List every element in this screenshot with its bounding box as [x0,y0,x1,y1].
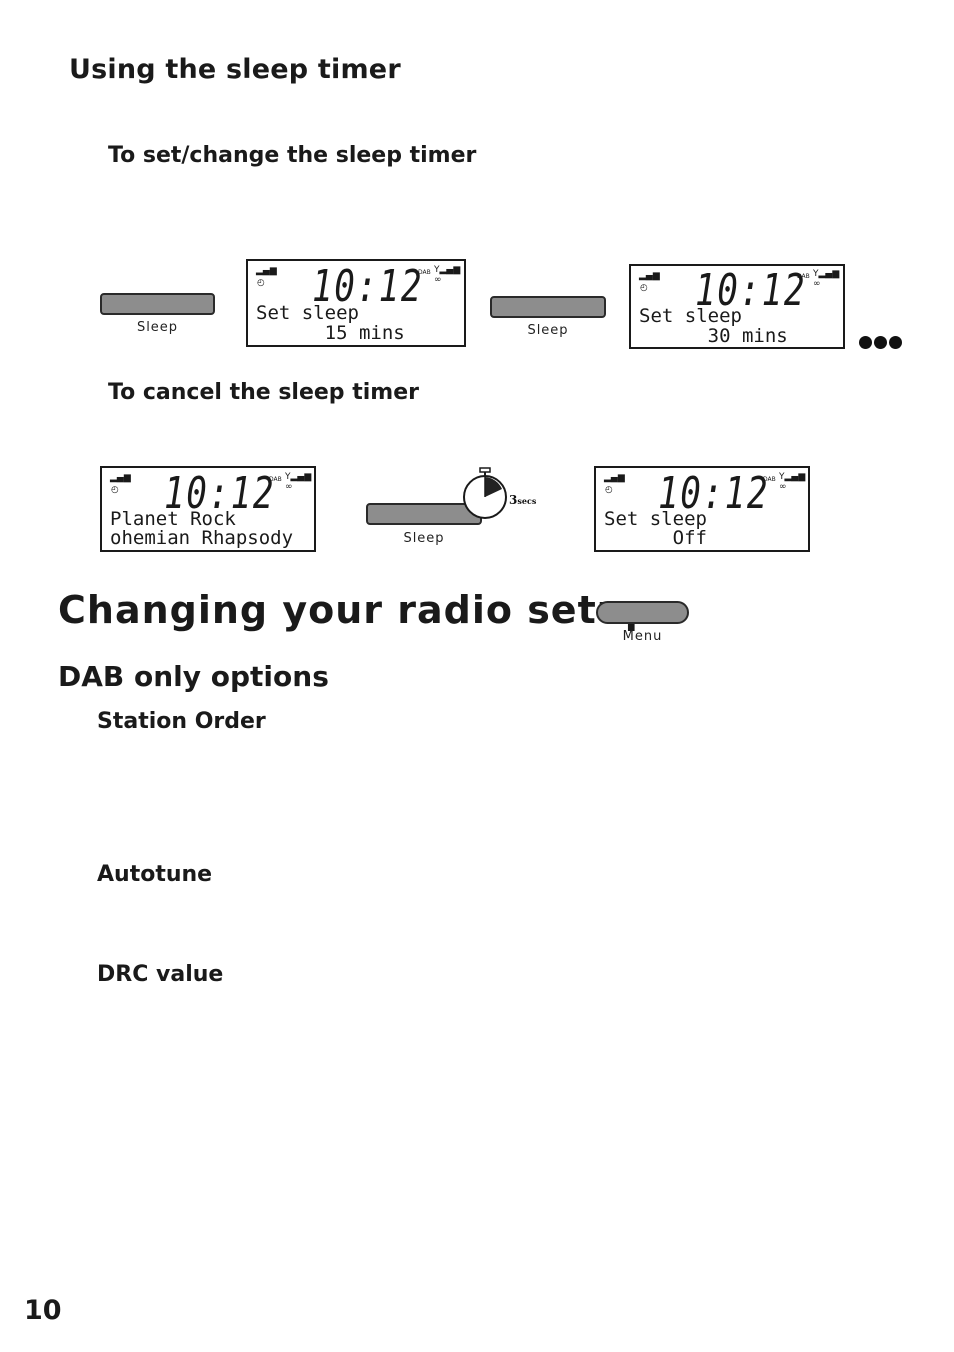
signal-icon: ▂▄▆ [110,473,131,483]
drc-value-heading: DRC value [97,962,224,987]
lcd-display-planet-rock: ▂▄▆ ◴ 10:12 DAB Y▂▄▆ ∞ Planet Rock ohemi… [100,466,316,552]
hold-duration-value: 3 [509,493,518,507]
clock-time: 10:12 [164,468,276,519]
stereo-icon: ∞ [285,482,293,492]
menu-button[interactable] [596,601,689,624]
dab-indicator: DAB [269,476,282,483]
sleep-button-label: Sleep [403,531,445,546]
lcd-line-2: Off [604,527,707,549]
alarm-icon: ◴ [257,278,265,288]
sleep-button[interactable] [100,293,215,315]
antenna-icon: Y▂▄▆ [779,472,806,482]
stopwatch-icon [463,467,507,519]
lcd-line-2: 15 mins [256,322,405,344]
hold-duration: 3secs [509,489,536,508]
autotune-heading: Autotune [97,862,213,887]
dab-indicator: DAB [418,269,431,276]
lcd-display-set-15: ▂▄▆ ◴ 10:12 DAB Y▂▄▆ ∞ Set sleep 15 mins [246,259,466,347]
signal-icon: ▂▄▆ [256,266,277,276]
clock-time: 10:12 [695,265,807,316]
page-number: 10 [24,1295,62,1326]
alarm-icon: ◴ [605,485,613,495]
stereo-icon: ∞ [779,482,787,492]
dab-indicator: DAB [763,476,776,483]
continue-dots-icon [859,334,904,353]
signal-icon: ▂▄▆ [639,271,660,281]
dab-options-title: DAB only options [58,660,329,693]
lcd-line-2: 30 mins [639,325,788,347]
antenna-icon: Y▂▄▆ [285,472,312,482]
lcd-display-set-30: ▂▄▆ ◴ 10:12 DAB Y▂▄▆ ∞ Set sleep 30 mins [629,264,845,349]
stereo-icon: ∞ [434,275,442,285]
menu-button-label: Menu [622,629,663,644]
set-sleep-subtitle: To set/change the sleep timer [108,143,477,168]
sleep-button-label: Sleep [136,320,179,335]
alarm-icon: ◴ [111,485,119,495]
sleep-button-label: Sleep [527,323,569,338]
lcd-line-1: Set sleep [256,302,359,324]
lcd-display-off: ▂▄▆ ◴ 10:12 DAB Y▂▄▆ ∞ Set sleep Off [594,466,810,552]
lcd-line-2: ohemian Rhapsody [110,527,294,549]
clock-time: 10:12 [312,261,424,312]
alarm-icon: ◴ [640,283,648,293]
radio-setup-title: Changing your radio setup [58,588,653,632]
hold-duration-unit: secs [517,496,537,506]
antenna-icon: Y▂▄▆ [813,269,840,279]
signal-icon: ▂▄▆ [604,473,625,483]
station-order-heading: Station Order [97,709,266,734]
lcd-line-1: Set sleep [604,508,707,530]
cancel-sleep-subtitle: To cancel the sleep timer [108,380,419,405]
lcd-line-1: Planet Rock [110,508,236,530]
sleep-timer-title: Using the sleep timer [69,54,401,85]
lcd-line-1: Set sleep [639,305,742,327]
antenna-icon: Y▂▄▆ [434,265,461,275]
sleep-button[interactable] [490,296,606,318]
clock-time: 10:12 [658,468,770,519]
stereo-icon: ∞ [813,279,821,289]
dab-indicator: DAB [797,273,810,280]
